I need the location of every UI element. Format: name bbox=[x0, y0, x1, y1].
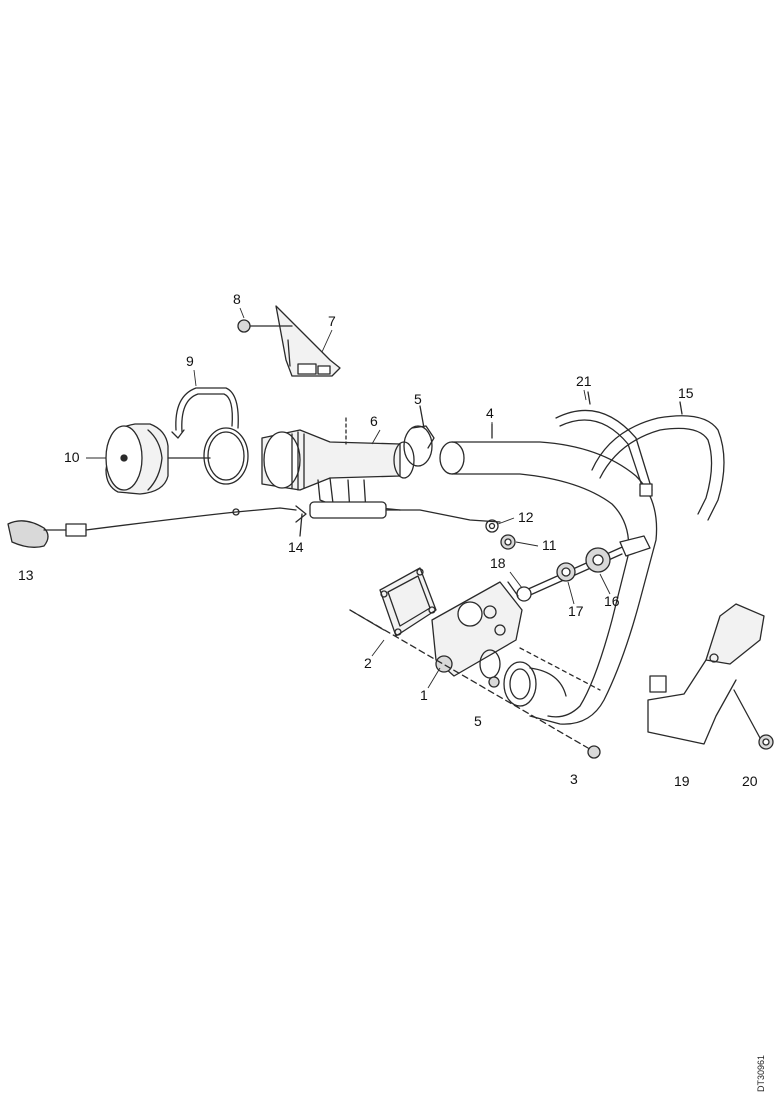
part-19-20-mount bbox=[647, 603, 774, 750]
callout-9: 9 bbox=[186, 353, 194, 369]
callout-10: 10 bbox=[64, 449, 80, 465]
callout-11: 11 bbox=[542, 537, 557, 553]
part-15-tube bbox=[591, 401, 725, 521]
callout-4: 4 bbox=[486, 405, 494, 421]
callout-3: 3 bbox=[570, 771, 578, 787]
callout-6: 6 bbox=[370, 413, 378, 429]
part-16-17-18-bolt-set bbox=[516, 535, 651, 602]
callout-15: 15 bbox=[678, 385, 694, 401]
callout-8: 8 bbox=[233, 291, 241, 307]
callout-2: 2 bbox=[364, 655, 372, 671]
callout-12: 12 bbox=[518, 509, 534, 525]
callout-20: 20 bbox=[742, 773, 758, 789]
part-4-main-hose bbox=[439, 423, 658, 725]
part-3-bolt bbox=[349, 609, 601, 759]
part-5-clamp-upper bbox=[403, 405, 435, 467]
reference-code: DT30961 bbox=[756, 1055, 766, 1092]
callout-17: 17 bbox=[568, 603, 584, 619]
part-1-flange bbox=[431, 581, 523, 677]
part-9-clamp bbox=[171, 387, 249, 485]
callout-14: 14 bbox=[288, 539, 304, 555]
callout-16: 16 bbox=[604, 593, 620, 609]
part-10-filter-cap bbox=[105, 423, 211, 495]
part-5-clamp-lower bbox=[479, 649, 567, 707]
callout-18: 18 bbox=[490, 555, 506, 571]
vacuum-hoses bbox=[309, 477, 501, 523]
callout-labels: 1 2 3 4 5 5 6 7 8 9 10 11 12 13 14 15 16… bbox=[18, 291, 758, 789]
leader-lines bbox=[86, 307, 611, 689]
part-2-gasket bbox=[349, 567, 437, 637]
part-6-intake-pipe bbox=[261, 417, 415, 491]
callout-21: 21 bbox=[576, 373, 592, 389]
part-21-bracket bbox=[555, 391, 653, 497]
part-11-12-fasteners bbox=[485, 519, 516, 550]
callout-19: 19 bbox=[674, 773, 690, 789]
callout-5-upper: 5 bbox=[414, 391, 422, 407]
callout-13: 13 bbox=[18, 567, 34, 583]
part-7-8-bracket bbox=[237, 305, 341, 377]
callout-5-lower: 5 bbox=[474, 713, 482, 729]
part-13-14-cable bbox=[7, 505, 307, 548]
callout-1: 1 bbox=[420, 687, 428, 703]
callout-7: 7 bbox=[328, 313, 336, 329]
